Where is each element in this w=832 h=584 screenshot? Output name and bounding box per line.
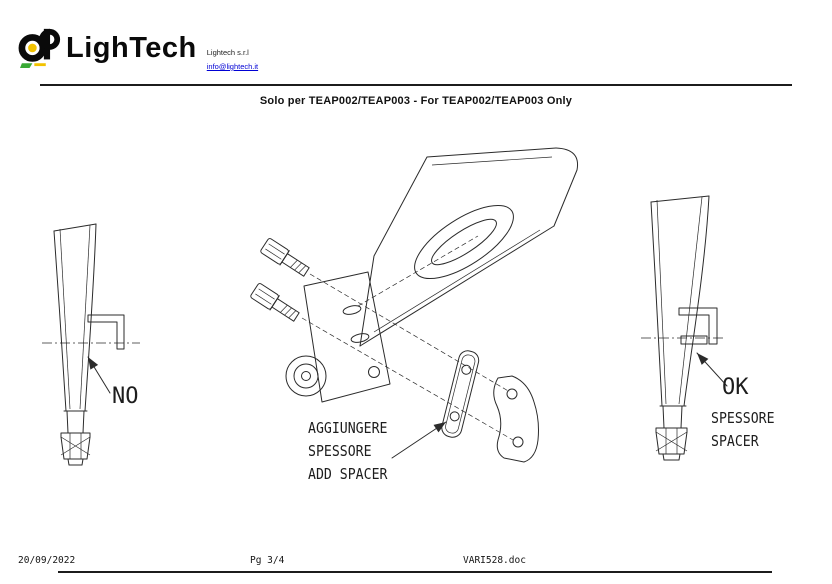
caption-line-italian: SPESSORE <box>711 409 775 427</box>
footer-date: 20/09/2022 <box>18 555 76 566</box>
footer-divider <box>58 571 772 573</box>
fork-leg-right <box>650 195 710 429</box>
footer-doc-name: VARI528.doc <box>463 555 526 566</box>
hex-nut-right <box>655 427 688 461</box>
company-name: Lightech s.r.l <box>206 48 249 57</box>
bracket-right-with-spacer <box>678 307 718 345</box>
footer-page-number: Pg 3/4 <box>250 555 285 566</box>
add-spacer-arrow <box>391 421 447 459</box>
logo-block: LighTech Lightech s.r.l info@lightech.it <box>18 26 258 71</box>
ok-arrow <box>696 352 728 387</box>
note-line-english: ADD SPACER <box>308 465 388 483</box>
bolt-icon <box>260 238 310 277</box>
bracket-left <box>87 314 125 350</box>
logo-text: LighTech <box>66 32 197 64</box>
heel-guard <box>493 375 539 463</box>
drawing-no-view <box>42 223 140 466</box>
spacer-plate <box>441 350 480 438</box>
fork-leg-left <box>53 223 97 434</box>
page-title: Solo per TEAP002/TEAP003 - For TEAP002/T… <box>259 95 573 107</box>
company-block: Lightech s.r.l info@lightech.it <box>207 48 258 71</box>
note-line-italian-1: AGGIUNGERE <box>308 419 388 437</box>
mounting-bracket <box>285 271 391 403</box>
no-arrow <box>87 356 111 394</box>
note-line-italian-2: SPESSORE <box>308 442 372 460</box>
lightech-logo-icon <box>18 28 61 68</box>
caption-spacer: SPESSORE SPACER <box>711 407 775 453</box>
alignment-dashed-lines <box>301 235 514 441</box>
bolt-icon <box>250 283 300 322</box>
label-no: NO <box>112 384 139 409</box>
header-divider <box>40 84 792 86</box>
swingarm <box>359 147 579 347</box>
drawing-exploded-view <box>250 147 579 463</box>
drawing-ok-view <box>641 195 728 461</box>
note-add-spacer: AGGIUNGERE SPESSORE ADD SPACER <box>308 417 387 486</box>
email-link[interactable]: info@lightech.it <box>206 62 259 71</box>
hex-nut-left <box>60 432 91 466</box>
caption-line-english: SPACER <box>711 432 759 450</box>
label-ok: OK <box>722 375 749 400</box>
